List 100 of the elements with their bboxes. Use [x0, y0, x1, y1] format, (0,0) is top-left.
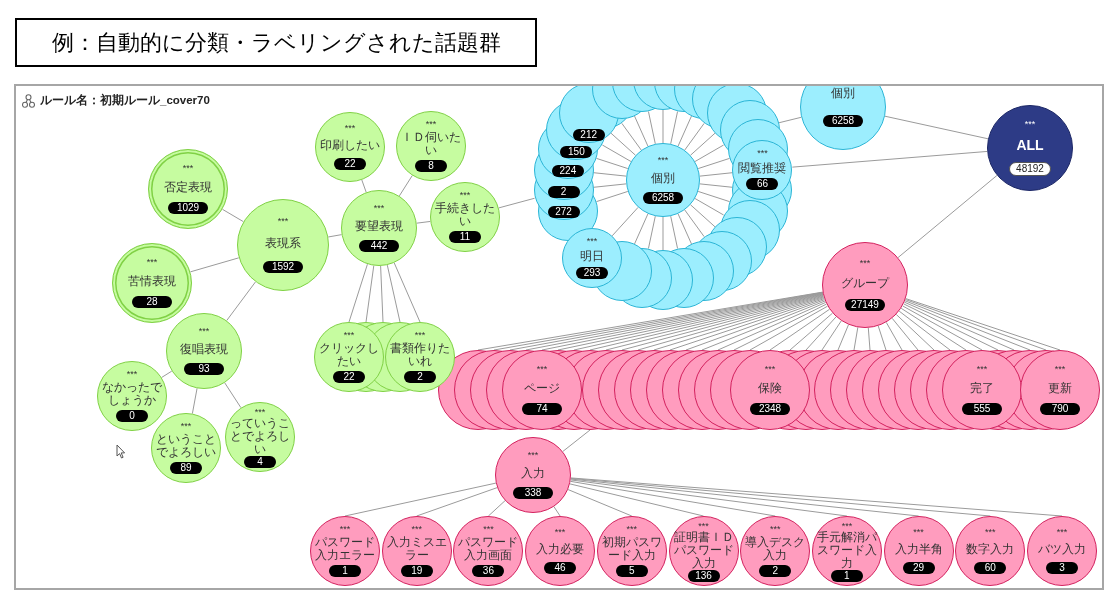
- asterisks: ***: [913, 527, 924, 537]
- connector-line: [161, 370, 173, 378]
- topic-name: 個別: [650, 172, 676, 185]
- topic-name: 表現系: [264, 237, 302, 250]
- asterisks: ***: [411, 524, 422, 534]
- connector-line: [416, 220, 431, 224]
- asterisks: ***: [146, 257, 158, 267]
- connector-line: [386, 264, 401, 323]
- connector-line: [690, 204, 716, 228]
- connector-line: [670, 215, 679, 249]
- connector-line: [567, 489, 633, 517]
- connector-line: [867, 327, 871, 351]
- connector-line: [677, 115, 692, 147]
- connector-line: [221, 208, 244, 223]
- connector-line: [562, 429, 591, 452]
- count-badge: 19: [400, 565, 433, 578]
- connector-line: [791, 150, 988, 168]
- topic-name: 数字入力: [965, 543, 1016, 556]
- topic-bubble: [166, 313, 242, 389]
- count-badge: 60: [974, 562, 1007, 575]
- connector-line: [694, 144, 725, 162]
- topic-name: ＩＤ伺いたい: [400, 131, 462, 158]
- rule-name-label: ルール名：初期ルール_cover70: [40, 92, 210, 108]
- connector-line: [365, 265, 375, 323]
- count-badge: 6258: [823, 115, 863, 128]
- connector-line: [853, 326, 859, 351]
- count-badge: 2: [547, 185, 580, 198]
- connector-line: [699, 183, 734, 188]
- topic-name: 入力: [520, 467, 546, 480]
- connector-line: [634, 213, 649, 245]
- connector-line: [226, 281, 256, 322]
- connector-line: [821, 320, 842, 351]
- diagram-title: 例：自動的に分類・ラベリングされた話題群: [15, 18, 537, 67]
- connector-line: [900, 307, 967, 351]
- connector-line: [191, 387, 198, 415]
- connector-line: [327, 234, 343, 238]
- connector-line: [902, 305, 983, 351]
- asterisks: ***: [698, 521, 709, 531]
- asterisks: ***: [254, 407, 266, 417]
- count-badge: 22: [334, 158, 366, 171]
- connector-line: [789, 312, 833, 351]
- count-badge: 1592: [263, 260, 303, 273]
- asterisks: ***: [554, 527, 566, 537]
- asterisks: ***: [985, 527, 996, 537]
- connector-line: [610, 132, 636, 156]
- connector-line: [749, 305, 829, 351]
- connector-line: [647, 215, 656, 249]
- count-badge: 5: [615, 565, 648, 578]
- connector-line: [769, 308, 830, 351]
- connector-line: [903, 303, 999, 351]
- count-badge: 338: [513, 487, 553, 500]
- asterisks: ***: [527, 450, 539, 460]
- count-badge: 6258: [643, 191, 683, 204]
- count-badge: 442: [359, 240, 399, 253]
- asterisks: ***: [344, 123, 356, 133]
- connector-line: [398, 175, 413, 197]
- connector-line: [592, 183, 627, 188]
- connector-line: [569, 483, 704, 517]
- asterisks: ***: [425, 119, 437, 129]
- count-badge: 29: [902, 562, 935, 575]
- topic-name: ということでよろしい: [155, 433, 217, 460]
- count-badge: 28: [132, 296, 172, 309]
- topic-name: 個別: [830, 86, 856, 100]
- count-badge: 2: [759, 565, 792, 578]
- connector-line: [393, 262, 421, 323]
- asterisks: ***: [586, 237, 598, 247]
- connector-line: [224, 382, 242, 409]
- topic-name: 証明書ＩＤパスワード入力: [672, 530, 735, 570]
- asterisks: ***: [769, 524, 781, 534]
- count-badge: 4: [244, 455, 276, 468]
- count-badge: 36: [472, 565, 505, 578]
- topic-bubble: [495, 437, 571, 513]
- connector-line: [684, 122, 705, 151]
- connector-line: [498, 197, 536, 209]
- topic-name: 苦情表現: [127, 275, 177, 288]
- count-badge: 136: [687, 569, 720, 582]
- count-badge: 212: [572, 129, 605, 142]
- connector-line: [601, 144, 632, 162]
- connector-line: [670, 111, 679, 145]
- topic-name: 明日: [579, 250, 605, 263]
- connector-line: [884, 115, 989, 140]
- connector-line: [487, 500, 506, 517]
- asterisks: ***: [459, 190, 471, 200]
- topic-name: っていうことでよろしい: [229, 416, 291, 456]
- topic-name: 手続きしたい: [434, 202, 496, 229]
- count-badge: 27149: [845, 299, 885, 312]
- connector-line: [621, 122, 642, 151]
- topic-name: 入力ミスエラー: [385, 536, 448, 563]
- connector-line: [690, 132, 716, 156]
- connector-line: [837, 324, 849, 351]
- topic-name: ALL: [1015, 137, 1045, 154]
- topic-name: 否定表現: [163, 181, 213, 194]
- connector-line: [592, 172, 627, 177]
- count-badge: 1: [830, 569, 863, 582]
- asterisks: ***: [339, 524, 351, 534]
- connector-line: [895, 314, 935, 351]
- topic-bubble: [562, 228, 622, 288]
- count-badge: 8: [415, 160, 447, 173]
- asterisks: ***: [841, 521, 853, 531]
- connector-line: [897, 174, 998, 259]
